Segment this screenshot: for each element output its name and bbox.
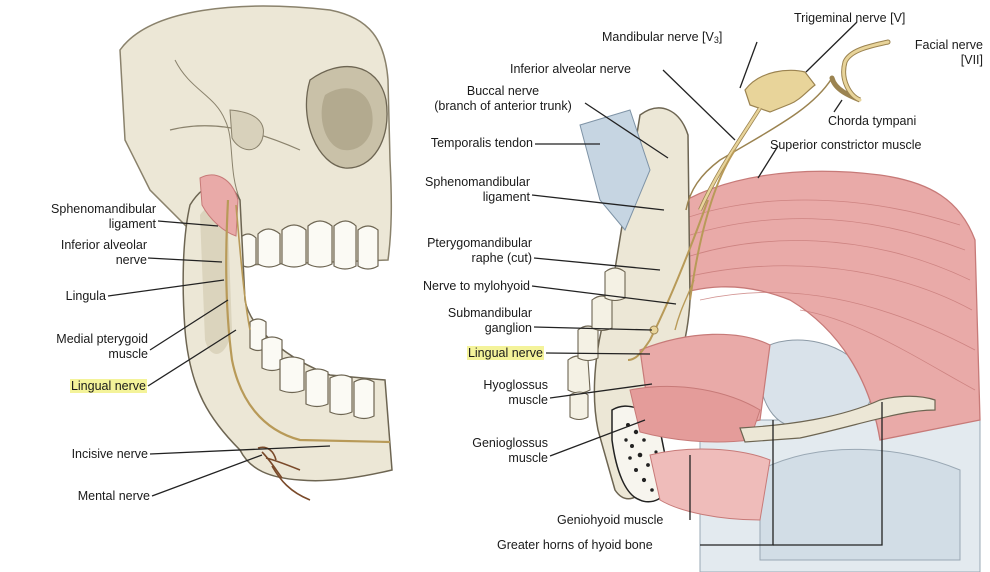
- label-incisive-nerve: Incisive nerve: [10, 447, 148, 462]
- label-pterygomandibular-raphe: Pterygomandibular raphe (cut): [400, 236, 532, 266]
- label-lingual-nerve-left: Lingual nerve: [10, 379, 147, 394]
- label-lingula: Lingula: [10, 289, 106, 304]
- label-genioglossus-muscle: Genioglossus muscle: [400, 436, 548, 466]
- label-trigeminal-nerve: Trigeminal nerve [V]: [794, 11, 905, 26]
- lingual-nerve-highlight-right: Lingual nerve: [467, 346, 544, 360]
- left-skull-illustration: [120, 6, 392, 500]
- label-nerve-to-mylohyoid: Nerve to mylohyoid: [390, 279, 530, 294]
- label-inferior-alveolar-nerve-right: Inferior alveolar nerve: [510, 62, 631, 77]
- label-chorda-tympani: Chorda tympani: [828, 114, 916, 129]
- label-mental-nerve: Mental nerve: [10, 489, 150, 504]
- label-geniohyoid-muscle: Geniohyoid muscle: [557, 513, 663, 528]
- label-sphenomandibular-ligament-right: Sphenomandibular ligament: [400, 175, 530, 205]
- label-mandibular-nerve: Mandibular nerve [V3]: [602, 30, 722, 48]
- label-hyoglossus-muscle: Hyoglossus muscle: [400, 378, 548, 408]
- label-lingual-nerve-right: Lingual nerve: [400, 346, 544, 361]
- mandibular-nerve-bracket: ]: [719, 30, 722, 44]
- label-temporalis-tendon: Temporalis tendon: [400, 136, 533, 151]
- label-superior-constrictor-muscle: Superior constrictor muscle: [770, 138, 921, 153]
- trigeminal-ganglion: [745, 70, 815, 112]
- label-submandibular-ganglion: Submandibular ganglion: [400, 306, 532, 336]
- lingual-nerve-highlight-left: Lingual nerve: [70, 379, 147, 393]
- label-sphenomandibular-ligament-left: Sphenomandibular ligament: [10, 202, 156, 232]
- label-greater-horns-hyoid: Greater horns of hyoid bone: [497, 538, 653, 553]
- label-facial-nerve: Facial nerve [VII]: [890, 38, 983, 68]
- label-inferior-alveolar-nerve-left: Inferior alveolar nerve: [10, 238, 147, 268]
- label-buccal-nerve: Buccal nerve (branch of anterior trunk): [420, 84, 586, 114]
- right-dissection-illustration: [568, 42, 980, 572]
- label-medial-pterygoid-muscle: Medial pterygoid muscle: [10, 332, 148, 362]
- mandibular-nerve-text: Mandibular nerve [V: [602, 30, 714, 44]
- geniohyoid-muscle: [650, 449, 770, 520]
